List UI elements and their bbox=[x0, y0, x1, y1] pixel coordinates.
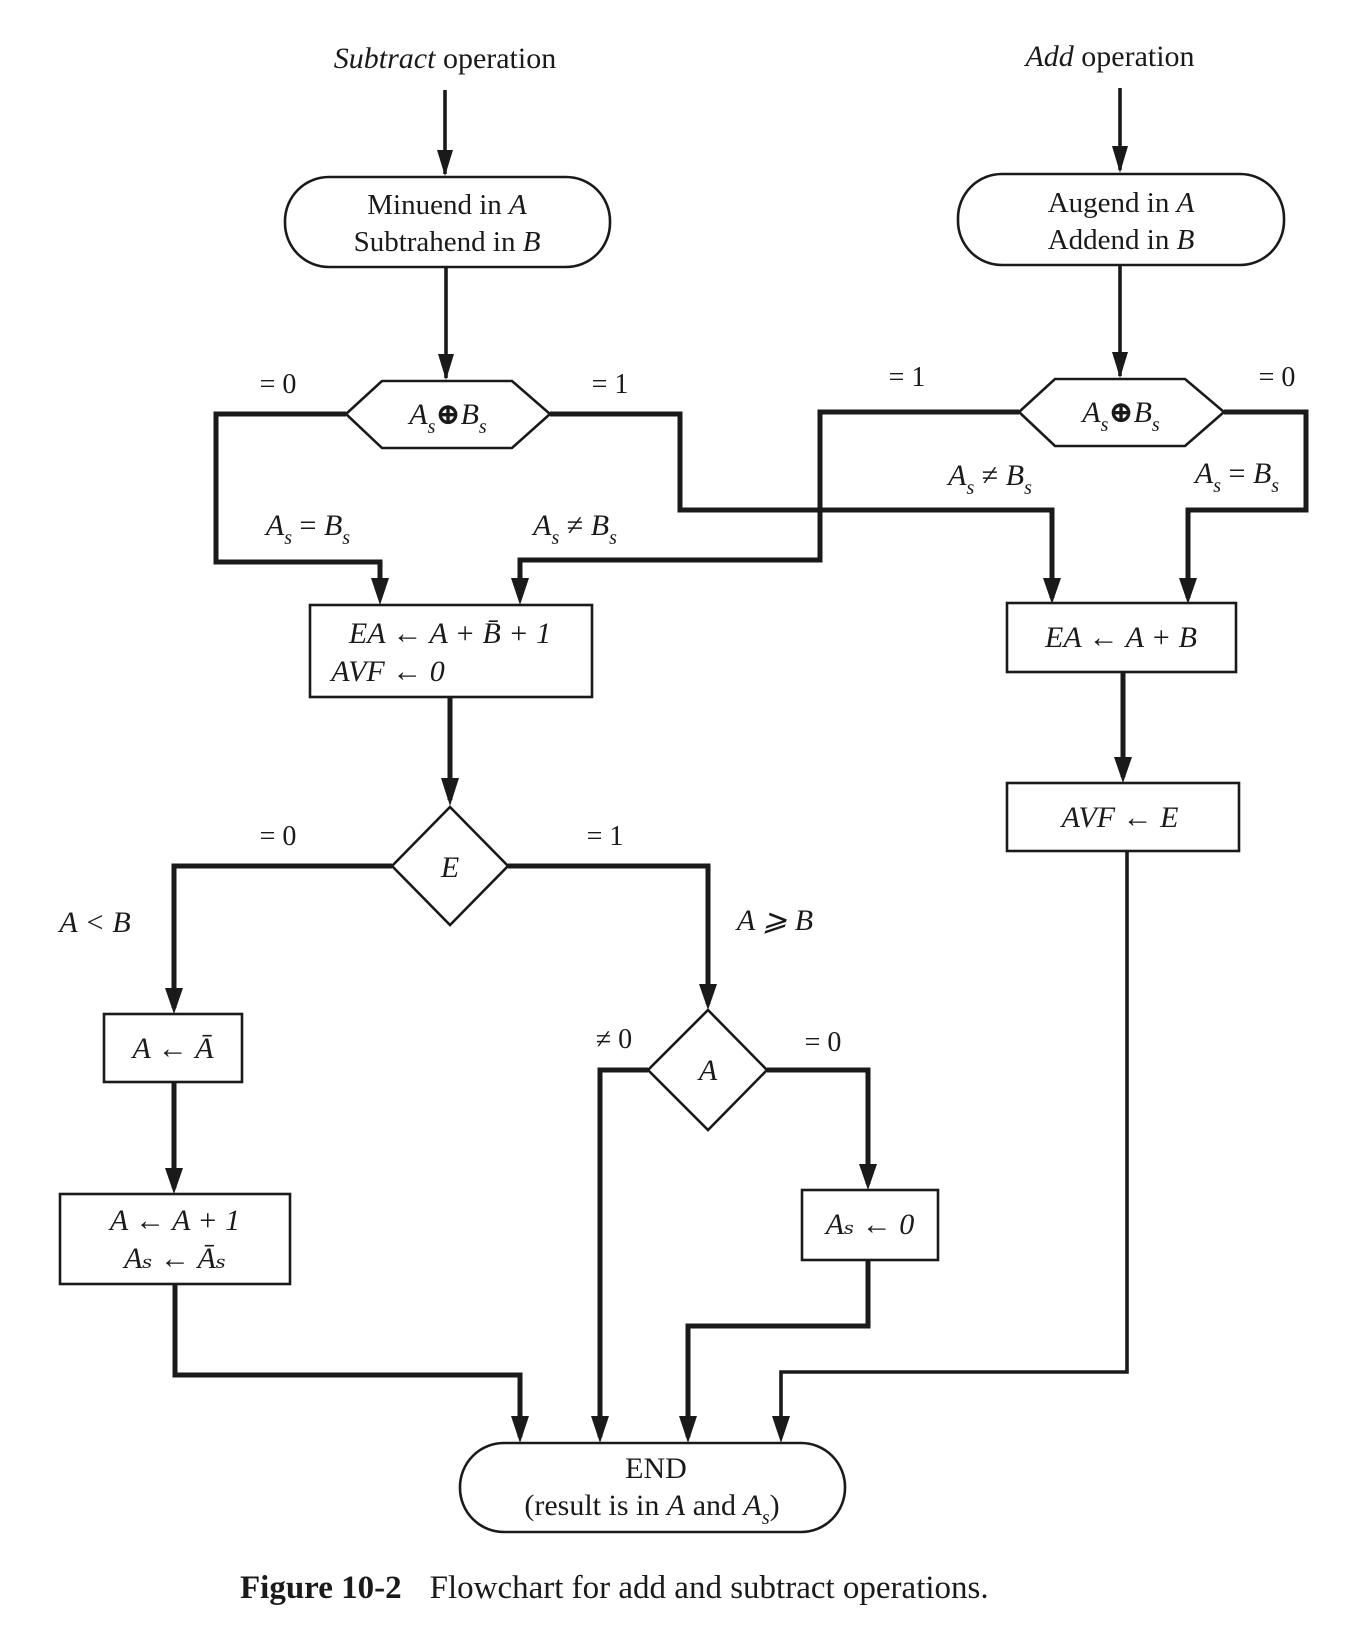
add-equal-signs-label: As = Bs bbox=[1193, 457, 1279, 497]
arrow-head-icon bbox=[1112, 146, 1128, 173]
a-nonzero-label: ≠ 0 bbox=[596, 1024, 632, 1055]
path-a-nonzero bbox=[597, 1067, 648, 1437]
subtract-unequal-signs-label: As ≠ Bs bbox=[531, 509, 617, 549]
a-less-than-b-label: A < B bbox=[57, 906, 130, 939]
complement-box bbox=[102, 1012, 244, 1084]
add-compute-label: EA ← A + B bbox=[1044, 621, 1197, 654]
subtract-operation-title: Subtract operation bbox=[334, 42, 556, 75]
arrow-head-icon bbox=[438, 354, 454, 380]
e-test-label: E bbox=[440, 851, 459, 884]
arrow-head-icon bbox=[165, 988, 183, 1014]
figure-caption-text: Flowchart for add and subtract operation… bbox=[430, 1570, 989, 1606]
path-e-zero bbox=[171, 863, 392, 1008]
arrow-head-icon bbox=[371, 578, 389, 605]
arrow-head-icon bbox=[511, 578, 529, 605]
left-sign-test-zero-label: = 0 bbox=[260, 369, 297, 400]
arrow-head-icon bbox=[591, 1416, 609, 1443]
end-result-label: (result is in A and As) bbox=[524, 1489, 779, 1529]
subtract-compute-line1: EA ← A + B̄ + 1 bbox=[348, 617, 551, 650]
a-zero-label: = 0 bbox=[805, 1027, 842, 1058]
right-sign-test-zero-label: = 0 bbox=[1259, 362, 1296, 393]
increment-line2: Aₛ ← Āₛ bbox=[122, 1242, 226, 1275]
path-clear-sign-to-end bbox=[685, 1260, 871, 1437]
right-sign-test-one-label: = 1 bbox=[889, 362, 926, 393]
path-a-zero bbox=[767, 1067, 871, 1184]
arrow-head-icon bbox=[511, 1416, 529, 1443]
arrow-head-icon bbox=[1043, 578, 1061, 604]
e-one-label: = 1 bbox=[587, 821, 624, 852]
left-sign-test-expression: As⊕Bs bbox=[407, 398, 487, 438]
addend-label: Addend in B bbox=[1048, 224, 1195, 256]
e-zero-label: = 0 bbox=[260, 821, 297, 852]
arrow-head-icon bbox=[437, 150, 453, 176]
path-add-unequal-to-subtract bbox=[517, 409, 1019, 598]
arrow-head-icon bbox=[441, 778, 459, 806]
arrow-head-icon bbox=[699, 984, 717, 1010]
arrow-head-icon bbox=[1112, 352, 1128, 378]
figure-caption: Figure 10-2 Flowchart for add and subtrac… bbox=[240, 1570, 989, 1606]
end-terminal bbox=[458, 1441, 847, 1534]
left-sign-test-one-label: = 1 bbox=[592, 369, 629, 400]
add-unequal-signs-label: As ≠ Bs bbox=[946, 459, 1032, 499]
end-label: END bbox=[625, 1452, 687, 1485]
clear-sign-box bbox=[800, 1188, 940, 1262]
subtract-compute-box bbox=[308, 603, 594, 699]
clear-sign-label: Aₛ ← 0 bbox=[824, 1208, 914, 1241]
path-subtract-equal-signs bbox=[213, 411, 383, 598]
path-increment-to-end bbox=[172, 1284, 523, 1437]
figure-number: Figure 10-2 bbox=[240, 1570, 402, 1606]
increment-line1: A ← A + 1 bbox=[108, 1204, 240, 1237]
arrow-head-icon bbox=[1179, 578, 1197, 604]
arrow-head-icon bbox=[772, 1416, 790, 1443]
arrow-head-icon bbox=[1114, 757, 1132, 783]
a-zero-test-label: A bbox=[697, 1054, 718, 1087]
e-test-diamond bbox=[390, 805, 510, 927]
path-subtract-unequal-to-add bbox=[550, 411, 1055, 598]
arrow-head-icon bbox=[165, 1168, 183, 1194]
path-e-one bbox=[508, 863, 711, 1004]
a-zero-test-diamond bbox=[646, 1008, 769, 1132]
increment-box bbox=[58, 1192, 292, 1286]
add-operation-title: Add operation bbox=[1023, 40, 1194, 73]
subtract-compute-line2: AVF ← 0 bbox=[329, 655, 444, 688]
overflow-box bbox=[1005, 781, 1241, 853]
overflow-label: AVF ← E bbox=[1060, 801, 1179, 834]
subtract-equal-signs-label: As = Bs bbox=[264, 509, 350, 549]
path-add-equal-signs bbox=[1185, 409, 1309, 598]
a-geq-b-label: A ⩾ B bbox=[735, 904, 813, 937]
arrow-head-icon bbox=[679, 1416, 697, 1443]
minuend-label: Minuend in A bbox=[367, 189, 527, 221]
right-sign-test-expression: As⊕Bs bbox=[1080, 396, 1160, 436]
subtrahend-label: Subtrahend in B bbox=[354, 226, 541, 258]
arrow-head-icon bbox=[859, 1164, 877, 1190]
complement-label: A ← Ā bbox=[130, 1032, 214, 1065]
path-add-to-end bbox=[779, 851, 1129, 1437]
augend-label: Augend in A bbox=[1048, 187, 1195, 219]
